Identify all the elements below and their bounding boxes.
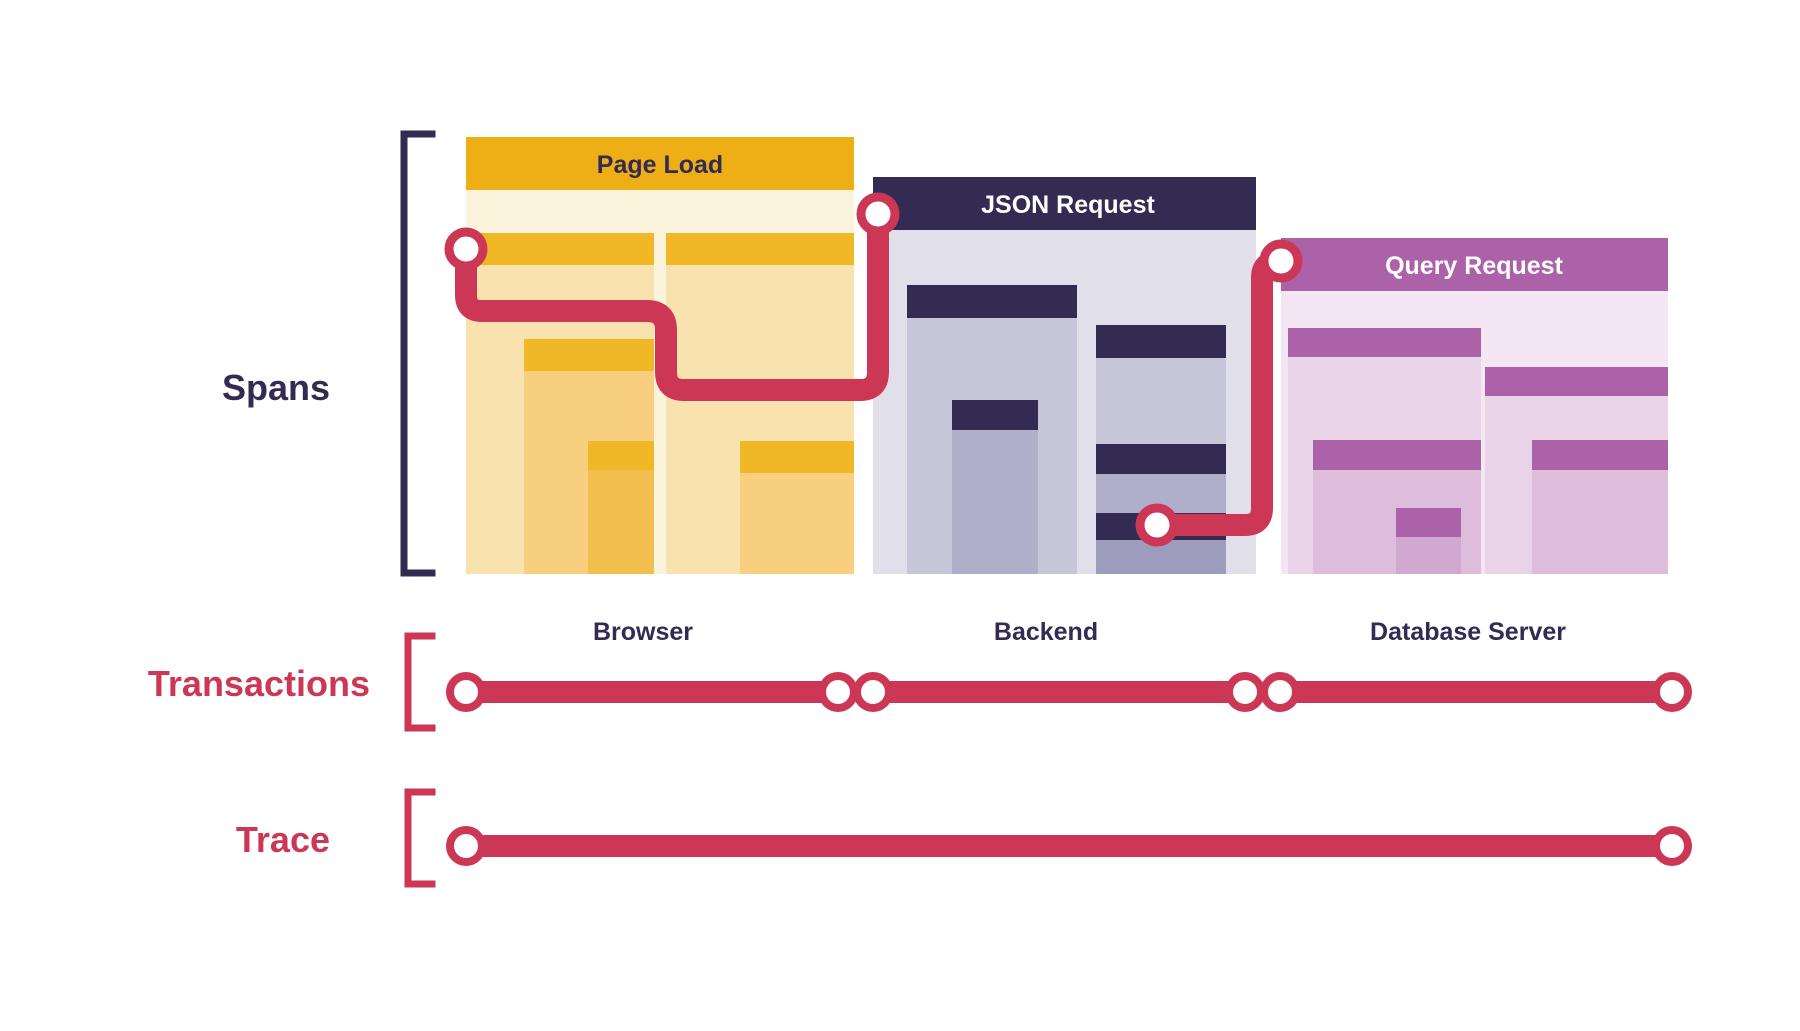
transaction-bar-backend[interactable]	[853, 672, 1265, 712]
node-browser-to-backend[interactable]	[856, 192, 900, 236]
transaction-backend-end-node[interactable]	[1225, 672, 1265, 712]
database-panel-title: Query Request	[1385, 252, 1564, 280]
row-label-spans: Spans	[222, 367, 330, 408]
node-database-start[interactable]	[1259, 239, 1303, 283]
transactions-bracket	[404, 632, 436, 732]
backend-panel-title: JSON Request	[981, 191, 1155, 219]
transaction-bar-database[interactable]	[1260, 672, 1692, 712]
connector-browser-to-backend	[455, 214, 889, 401]
backend-span-a1-header	[952, 400, 1038, 430]
database-span-b-header	[1485, 367, 1668, 396]
backend-span-b1-header	[1096, 444, 1226, 474]
trace-start-node[interactable]	[446, 826, 486, 866]
trace-end-node[interactable]	[1652, 826, 1692, 866]
spans-row: Spans Page Load	[222, 130, 1668, 577]
span-group-database[interactable]: Query Request	[1281, 238, 1668, 574]
trace-connector-nodes	[444, 192, 1303, 547]
backend-span-a-header	[907, 285, 1077, 318]
trace-bracket	[404, 788, 436, 888]
row-label-trace: Trace	[236, 819, 330, 860]
database-panel-header	[1281, 238, 1668, 291]
trace-row: Trace	[236, 788, 1692, 888]
row-label-transactions: Transactions	[148, 663, 370, 704]
caption-browser: Browser	[593, 618, 693, 646]
group-captions: Browser Backend Database Server	[593, 618, 1566, 646]
transaction-backend-start-node[interactable]	[853, 672, 893, 712]
browser-panel-title: Page Load	[597, 151, 723, 179]
transaction-database-end-node[interactable]	[1652, 672, 1692, 712]
backend-panel-header	[873, 177, 1256, 230]
database-span-b1-header	[1532, 440, 1668, 470]
database-span-a11-header	[1396, 508, 1461, 537]
database-span-a-header	[1288, 328, 1481, 357]
spans-bracket	[400, 130, 436, 577]
caption-backend: Backend	[994, 618, 1098, 646]
transaction-database-start-node[interactable]	[1260, 672, 1300, 712]
transaction-browser-end-node[interactable]	[818, 672, 858, 712]
caption-database: Database Server	[1370, 618, 1566, 646]
browser-span-b-header	[666, 233, 854, 265]
browser-span-a11-header	[588, 441, 654, 470]
database-span-a1-header	[1313, 440, 1481, 470]
browser-panel-header	[466, 137, 854, 190]
node-browser-start[interactable]	[444, 227, 488, 271]
backend-span-b-header	[1096, 325, 1226, 358]
node-backend-to-database[interactable]	[1135, 503, 1179, 547]
browser-span-a1-header	[524, 339, 654, 371]
browser-span-a-header	[466, 233, 654, 265]
transaction-browser-start-node[interactable]	[446, 672, 486, 712]
trace-bar[interactable]	[446, 826, 1692, 866]
transaction-bar-browser[interactable]	[446, 672, 858, 712]
browser-span-b1-header	[740, 441, 854, 473]
transactions-row: Transactions	[148, 632, 1692, 732]
